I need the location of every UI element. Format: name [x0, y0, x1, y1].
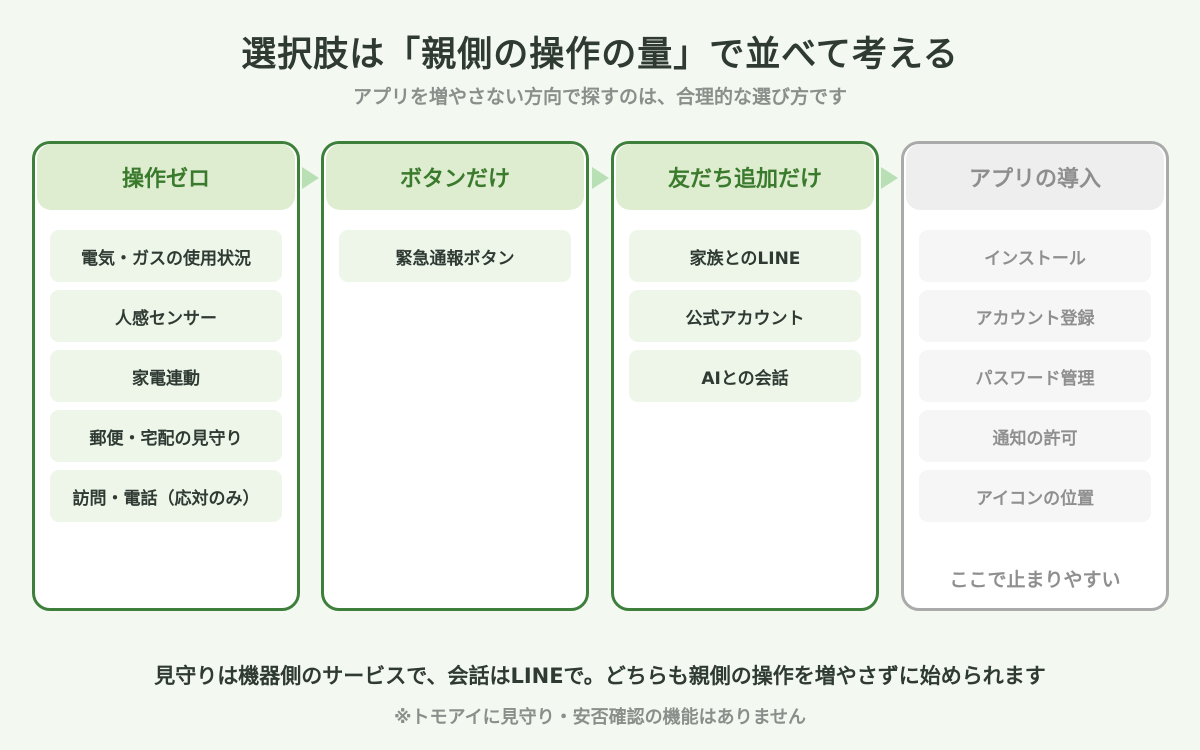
list-item: インストール — [919, 230, 1151, 282]
page-title: 選択肢は「親側の操作の量」で並べて考える — [241, 35, 959, 75]
column-heading: ボタンだけ — [326, 144, 584, 210]
list-item: 緊急通報ボタン — [339, 230, 571, 282]
column-heading: 操作ゼロ — [37, 144, 295, 210]
list-item: アカウント登録 — [919, 290, 1151, 342]
column-note: ここで止まりやすい — [949, 569, 1121, 591]
arrow-right-icon — [592, 167, 609, 189]
column-add-friend-only: 友だち追加だけ 家族とのLINE 公式アカウント AIとの会話 — [611, 141, 879, 611]
footer-disclaimer: ※トモアイに見守り・安否確認の機能はありません — [393, 707, 807, 728]
column-zero-operation: 操作ゼロ 電気・ガスの使用状況 人感センサー 家電連動 郵便・宅配の見守り 訪問… — [32, 141, 300, 611]
list-item: AIとの会話 — [629, 350, 861, 402]
column-heading: アプリの導入 — [906, 144, 1164, 210]
list-item: 家電連動 — [50, 350, 282, 402]
arrow-right-icon — [881, 167, 898, 189]
arrow-right-icon — [302, 167, 319, 189]
list-item: パスワード管理 — [919, 350, 1151, 402]
column-app-install: アプリの導入 インストール アカウント登録 パスワード管理 通知の許可 アイコン… — [901, 141, 1169, 611]
list-item: 郵便・宅配の見守り — [50, 410, 282, 462]
column-heading: 友だち追加だけ — [616, 144, 874, 210]
list-item: 電気・ガスの使用状況 — [50, 230, 282, 282]
list-item: 訪問・電話（応対のみ） — [50, 470, 282, 522]
list-item: 人感センサー — [50, 290, 282, 342]
list-item: 通知の許可 — [919, 410, 1151, 462]
column-button-only: ボタンだけ 緊急通報ボタン — [321, 141, 589, 611]
list-item: 公式アカウント — [629, 290, 861, 342]
page-subtitle: アプリを増やさない方向で探すのは、合理的な選び方です — [352, 86, 847, 108]
list-item: 家族とのLINE — [629, 230, 861, 282]
footer-message: 見守りは機器側のサービスで、会話はLINEで。どちらも親側の操作を増やさずに始め… — [154, 664, 1046, 688]
list-item: アイコンの位置 — [919, 470, 1151, 522]
